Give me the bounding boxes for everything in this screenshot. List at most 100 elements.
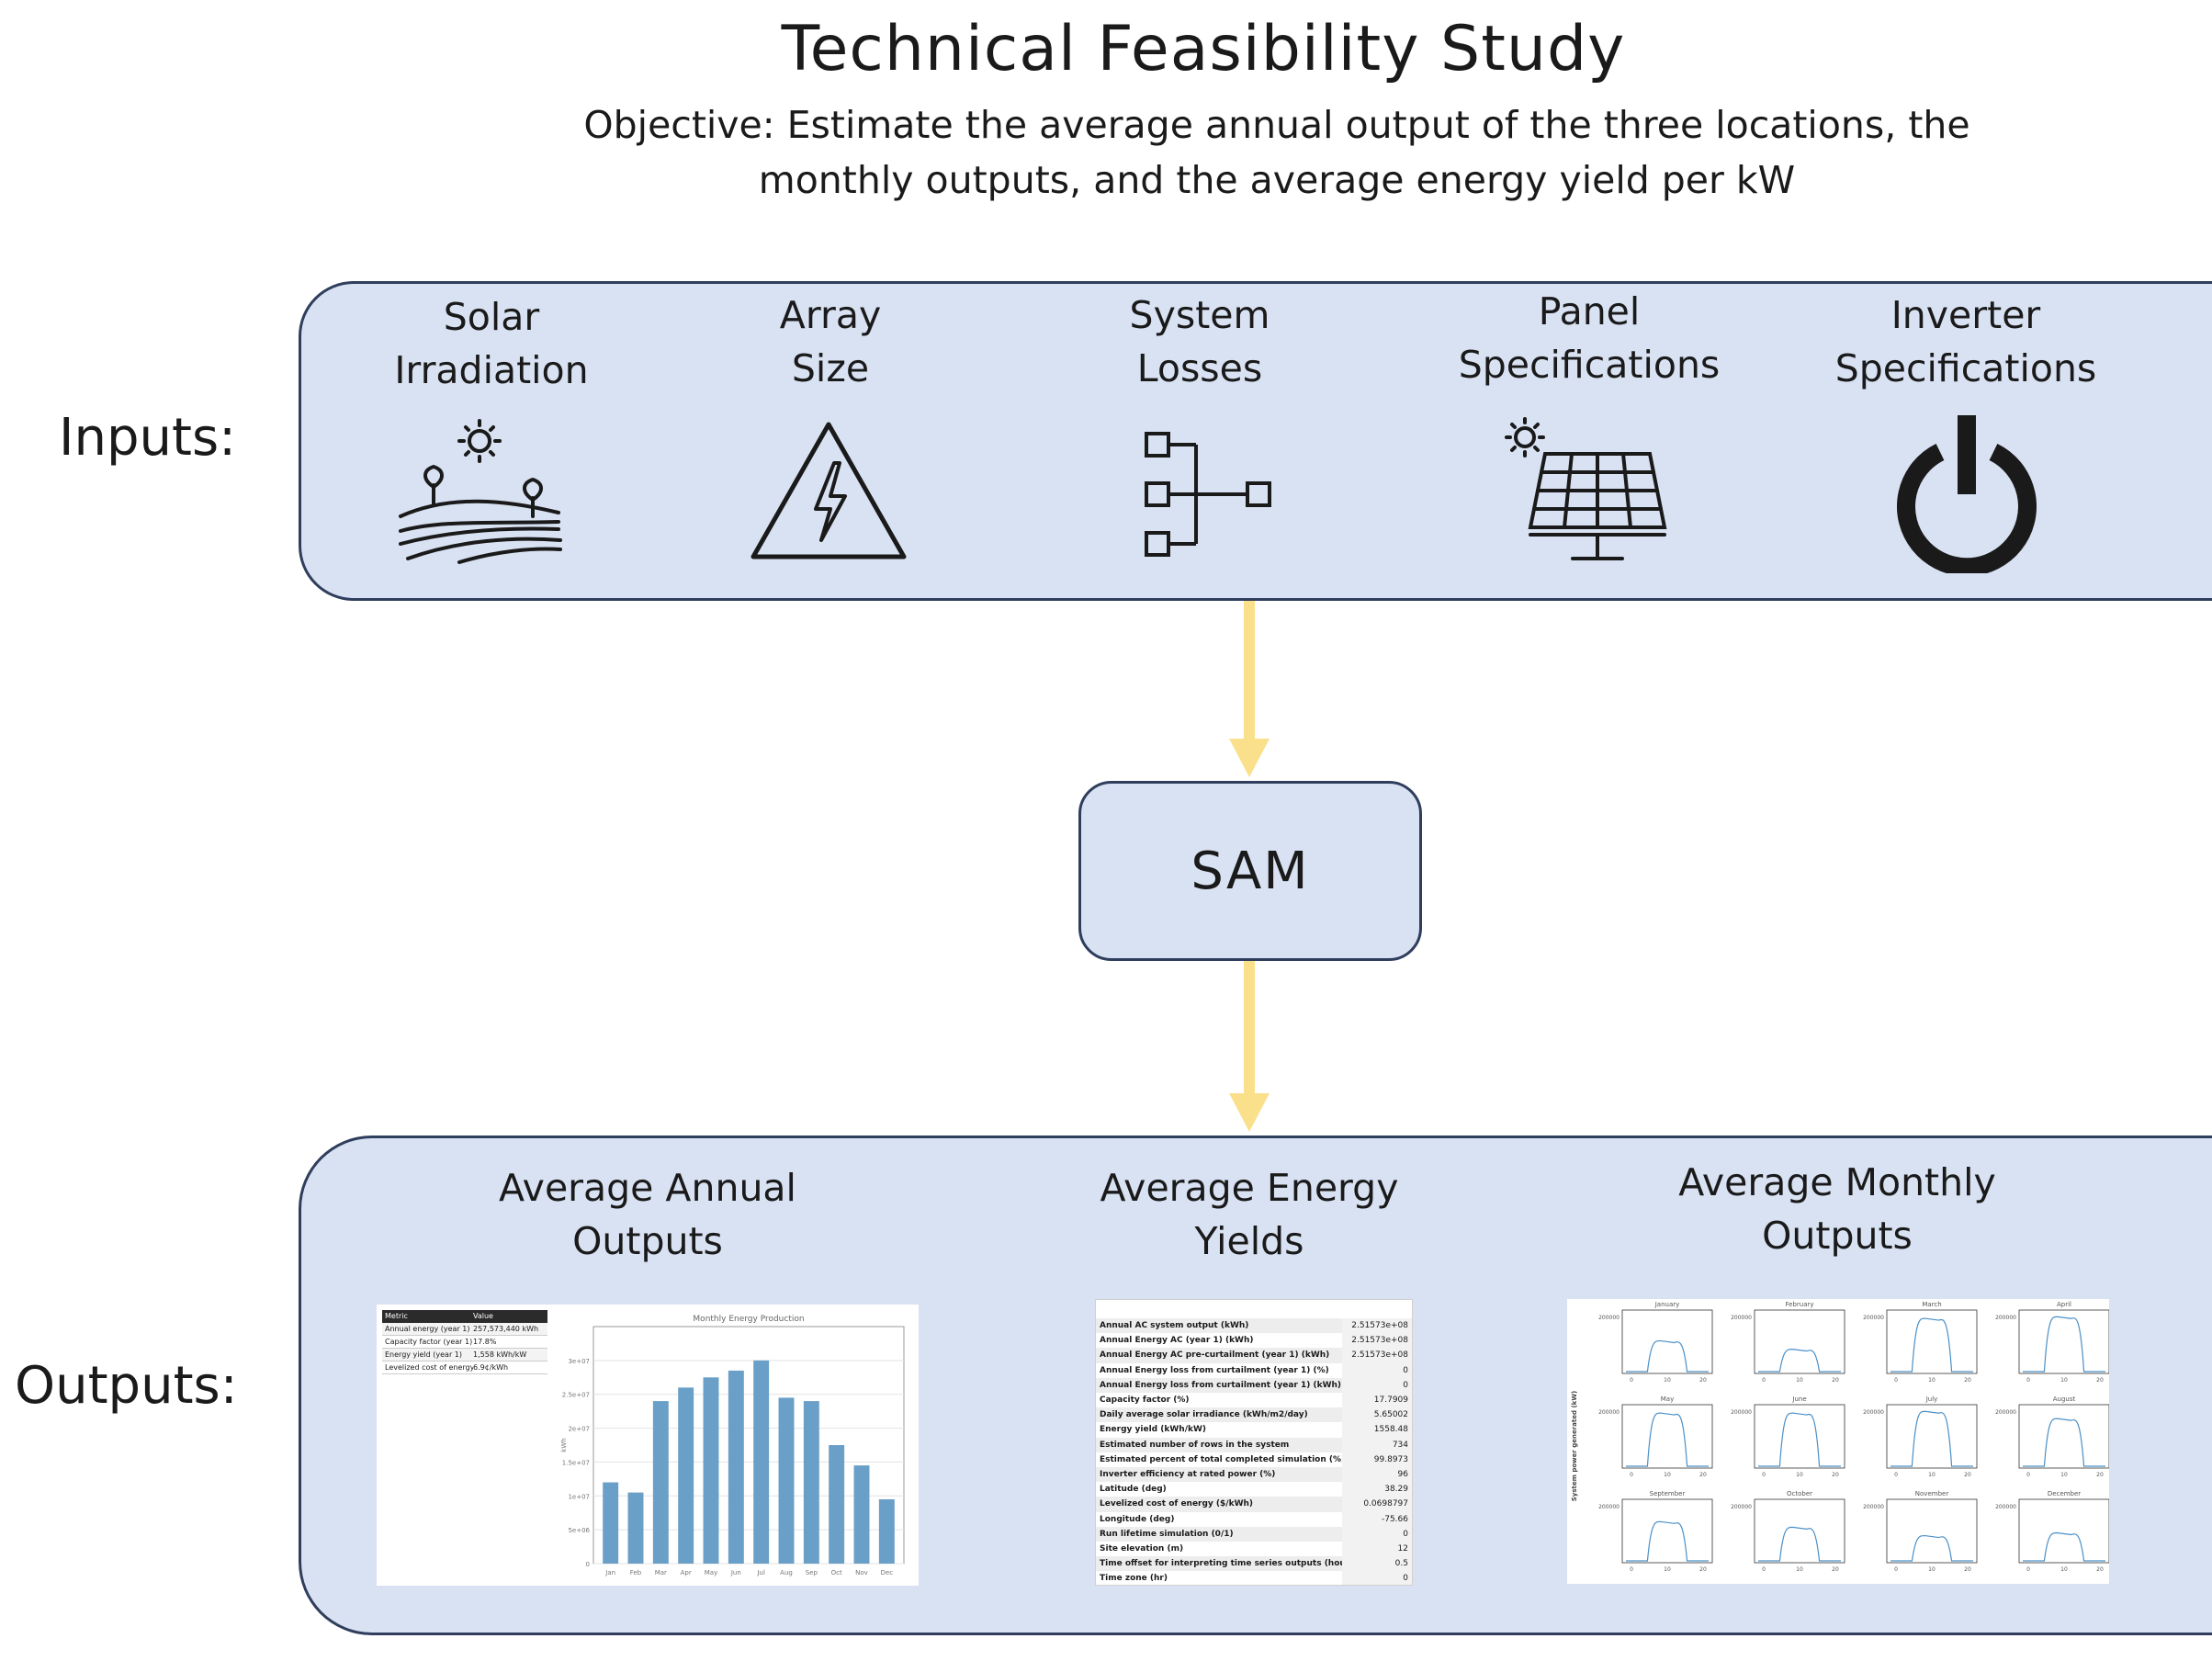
plot-frame [1754, 1498, 1845, 1564]
y-tick-label: 0 [586, 1561, 590, 1568]
table-cell: Annual energy (year 1) [385, 1325, 470, 1333]
output-label-line1: Average Annual [499, 1166, 796, 1210]
output-average-monthly: Average Monthly Outputs [1653, 1156, 2021, 1262]
table-cell: Capacity factor (year 1) [385, 1338, 473, 1346]
bar [627, 1492, 644, 1564]
y-tick-label: 200000 [1863, 1315, 1884, 1321]
x-tick-label: 20 [1964, 1377, 1971, 1384]
input-label-line2: Specifications [1834, 346, 2097, 390]
x-tick-label: 20 [1832, 1377, 1839, 1384]
metric-name: Capacity factor (%) [1100, 1395, 1190, 1406]
y-tick-label: 200000 [1731, 1315, 1752, 1321]
x-tick-label: 0 [1762, 1377, 1766, 1384]
x-tick-label: 10 [1928, 1472, 1936, 1478]
annual-output-thumbnail: Metric Value Annual energy (year 1)257,5… [377, 1305, 919, 1586]
metric-name: Annual AC system output (kWh) [1096, 1318, 1342, 1334]
metric-value: 1558.48 [1342, 1422, 1412, 1438]
x-tick-label: 0 [1630, 1566, 1633, 1573]
metric-value: 2.51573e+08 [1342, 1333, 1412, 1349]
table-row: Site elevation (m)12 [1096, 1542, 1412, 1557]
x-tick-label: 10 [1664, 1472, 1671, 1478]
metric-name: Annual Energy loss from curtailment (yea… [1096, 1377, 1342, 1394]
input-inverter-specifications: Inverter Specifications [1819, 288, 2113, 395]
y-tick-label: 200000 [1731, 1504, 1752, 1510]
y-tick-label: 5e+06 [568, 1527, 590, 1534]
table-header-cell: Metric [385, 1312, 408, 1320]
x-tick-label: 0 [1894, 1566, 1898, 1573]
objective-line-1: Objective: Estimate the average annual o… [583, 103, 1970, 147]
y-axis-label: kWh [560, 1438, 568, 1452]
y-tick-label: 200000 [1995, 1504, 2016, 1510]
y-tick-label: 1.5e+07 [562, 1459, 590, 1466]
metric-value: 0 [1342, 1571, 1412, 1585]
plot-frame [1886, 1498, 1978, 1564]
x-tick-label: 20 [1699, 1566, 1707, 1573]
power-curve [2023, 1531, 2105, 1562]
plot-frame [1754, 1404, 1845, 1469]
x-tick-label: 10 [1664, 1566, 1671, 1573]
objective-line-2: monthly outputs, and the average energy … [758, 158, 1796, 202]
x-tick-label: 10 [2060, 1566, 2068, 1573]
x-tick-label: 10 [1928, 1377, 1936, 1384]
y-tick-label: 200000 [1995, 1315, 2016, 1321]
x-tick-label: Jan [604, 1569, 615, 1576]
month-title: June [1791, 1395, 1806, 1403]
metric-value: 0 [1342, 1526, 1412, 1542]
plot-frame [1621, 1404, 1713, 1469]
plot-frame [1886, 1309, 1978, 1374]
table-row: Time zone (hr)0 [1096, 1571, 1412, 1585]
x-tick-label: 20 [2096, 1377, 2104, 1384]
arrow-inputs-to-sam [1229, 601, 1270, 777]
y-tick-label: 1e+07 [568, 1493, 590, 1500]
metric-name: Annual Energy AC (year 1) (kWh) [1100, 1336, 1254, 1346]
table-row: Annual Energy AC pre-curtailment (year 1… [1096, 1348, 1412, 1363]
x-tick-label: 0 [2026, 1377, 2030, 1384]
x-tick-label: Nov [855, 1569, 868, 1576]
x-tick-label: 10 [1796, 1472, 1803, 1478]
metric-name: Latitude (deg) [1100, 1485, 1167, 1495]
table-row: Energy yield (year 1)1,558 kWh/kW [382, 1349, 547, 1362]
x-tick-label: 20 [2096, 1566, 2104, 1573]
objective-text: Objective: Estimate the average annual o… [570, 97, 1984, 208]
x-tick-label: 20 [1964, 1566, 1971, 1573]
table-row: Time offset for interpreting time series… [1096, 1556, 1412, 1572]
x-tick-label: Dec [881, 1569, 894, 1576]
sam-process-box: SAM [1078, 781, 1422, 961]
power-curve [2023, 1316, 2105, 1373]
x-tick-label: 10 [2060, 1472, 2068, 1478]
table-header-cell: Value [473, 1312, 493, 1320]
metric-name: Run lifetime simulation (0/1) [1096, 1526, 1342, 1542]
metric-value: 2.51573e+08 [1342, 1348, 1412, 1363]
metric-value: 5.65002 [1342, 1407, 1412, 1423]
farmland-sun-icon [399, 419, 562, 564]
month-title: January [1654, 1301, 1680, 1308]
table-row: Capacity factor (%)17.7909 [1096, 1393, 1412, 1408]
input-label-line2: Losses [1136, 346, 1263, 390]
x-tick-label: 20 [1832, 1472, 1839, 1478]
power-curve [1626, 1520, 1709, 1562]
month-title: October [1787, 1490, 1812, 1497]
inputs-label: Inputs: [59, 408, 237, 468]
y-tick-label: 3e+07 [568, 1358, 590, 1365]
x-tick-label: May [705, 1569, 717, 1576]
bar [778, 1397, 795, 1564]
x-tick-label: 20 [2096, 1472, 2104, 1478]
metric-value: 734 [1342, 1437, 1412, 1452]
x-tick-label: 10 [1928, 1566, 1936, 1573]
bar [753, 1360, 770, 1564]
power-curve [1890, 1410, 1973, 1467]
month-title: March [1922, 1301, 1941, 1308]
input-label-line1: Array [779, 293, 882, 337]
input-panel-specifications: Panel Specifications [1442, 285, 1736, 391]
output-average-annual: Average Annual Outputs [464, 1161, 831, 1268]
power-curve [1758, 1348, 1841, 1373]
metric-name: Longitude (deg) [1100, 1514, 1175, 1524]
metric-value: 2.51573e+08 [1342, 1318, 1412, 1334]
x-tick-label: Jul [756, 1569, 765, 1576]
plot-frame [1754, 1309, 1845, 1374]
bar [878, 1498, 895, 1564]
input-label-line2: Specifications [1458, 343, 1721, 387]
y-tick-label: 200000 [1598, 1409, 1620, 1416]
